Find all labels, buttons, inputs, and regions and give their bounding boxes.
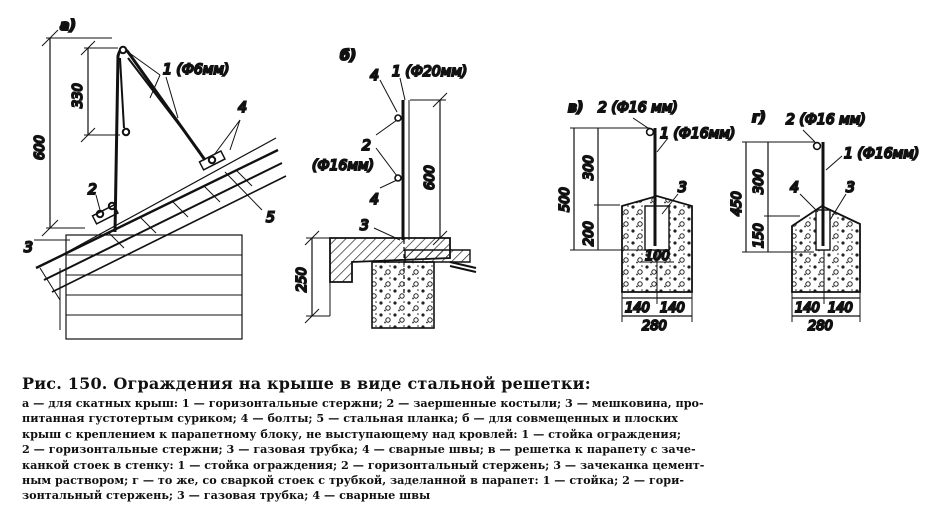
callout-v-1: 1 (Ф16мм) (660, 126, 735, 142)
sub-label-b: б) (340, 48, 356, 64)
dim-b-600: 600 (423, 165, 438, 190)
dim-v-300: 300 (582, 155, 597, 180)
figure-drawing: а) 600 330 (23, 17, 920, 340)
dim-v-280: 280 (642, 319, 667, 334)
callout-a-5: 5 (266, 210, 275, 226)
panel-g: г) 140 140 280 450 300 150 2 (Ф16 мм) 1 … (729, 109, 920, 335)
panel-v: в) 100 140 140 280 500 300 200 2 (Ф16 мм… (557, 99, 736, 335)
dim-g-450: 450 (730, 191, 745, 216)
dim-v-200: 200 (582, 221, 597, 246)
callout-b-1: 1 (Ф20мм) (392, 64, 467, 80)
callout-b-4-top: 4 (370, 68, 379, 84)
dim-g-150: 150 (752, 223, 767, 248)
dim-v-100: 100 (645, 249, 670, 264)
caption-line: ным раствором; г — то же, со сваркой сто… (22, 473, 685, 488)
callout-b-2-dia: (Ф16мм) (312, 158, 374, 174)
callout-a-3: 3 (24, 240, 33, 256)
callout-b-4-low: 4 (370, 192, 379, 208)
callout-a-4: 4 (238, 100, 247, 116)
caption-body: а — для скатных крыш: 1 — горизонтальные… (22, 396, 912, 504)
callout-g-3: 3 (846, 180, 855, 196)
dim-a-330: 330 (71, 83, 86, 108)
callout-g-1: 1 (Ф16мм) (844, 146, 919, 162)
callout-b-3: 3 (360, 218, 369, 234)
dim-b-250: 250 (295, 267, 310, 292)
dim-v-140b: 140 (660, 301, 685, 316)
callout-b-2: 2 (362, 138, 371, 154)
caption-line: канкой стоек в стенку: 1 — стойка огражд… (22, 457, 705, 472)
caption-line: зонтальный стержень; 3 — газовая трубка;… (22, 488, 431, 503)
caption-line: питанная густотертым суриком; 4 — болты;… (22, 411, 678, 426)
callout-a-1: 1 (Ф6мм) (163, 62, 229, 78)
sub-label-v: в) (568, 100, 583, 116)
dim-v-500: 500 (558, 187, 573, 212)
callout-g-4: 4 (790, 180, 799, 196)
dim-g-280: 280 (808, 319, 833, 334)
callout-v-2: 2 (Ф16 мм) (598, 100, 678, 116)
figure-caption: Рис. 150. Ограждения на крыше в виде ста… (22, 374, 912, 504)
sub-label-a: а) (60, 18, 76, 34)
dim-a-600: 600 (33, 135, 48, 160)
caption-line: а — для скатных крыш: 1 — горизонтальные… (22, 396, 704, 410)
dim-v-140a: 140 (625, 301, 650, 316)
callout-v-3: 3 (678, 180, 687, 196)
callout-a-2: 2 (88, 182, 97, 198)
caption-line: 2 — горизонтальные стержни; 3 — газовая … (22, 442, 696, 457)
dim-g-300: 300 (752, 169, 767, 194)
panel-a: а) 600 330 (23, 17, 287, 340)
callout-g-2: 2 (Ф16 мм) (786, 112, 866, 128)
dim-g-140a: 140 (795, 301, 820, 316)
caption-title: Рис. 150. Ограждения на крыше в виде ста… (22, 374, 591, 393)
sub-label-g: г) (752, 110, 766, 126)
caption-line: крыш с креплением к парапетному блоку, н… (22, 426, 682, 441)
dim-g-140b: 140 (828, 301, 853, 316)
panel-b: б) 600 250 4 1 (Ф20 (294, 47, 477, 329)
